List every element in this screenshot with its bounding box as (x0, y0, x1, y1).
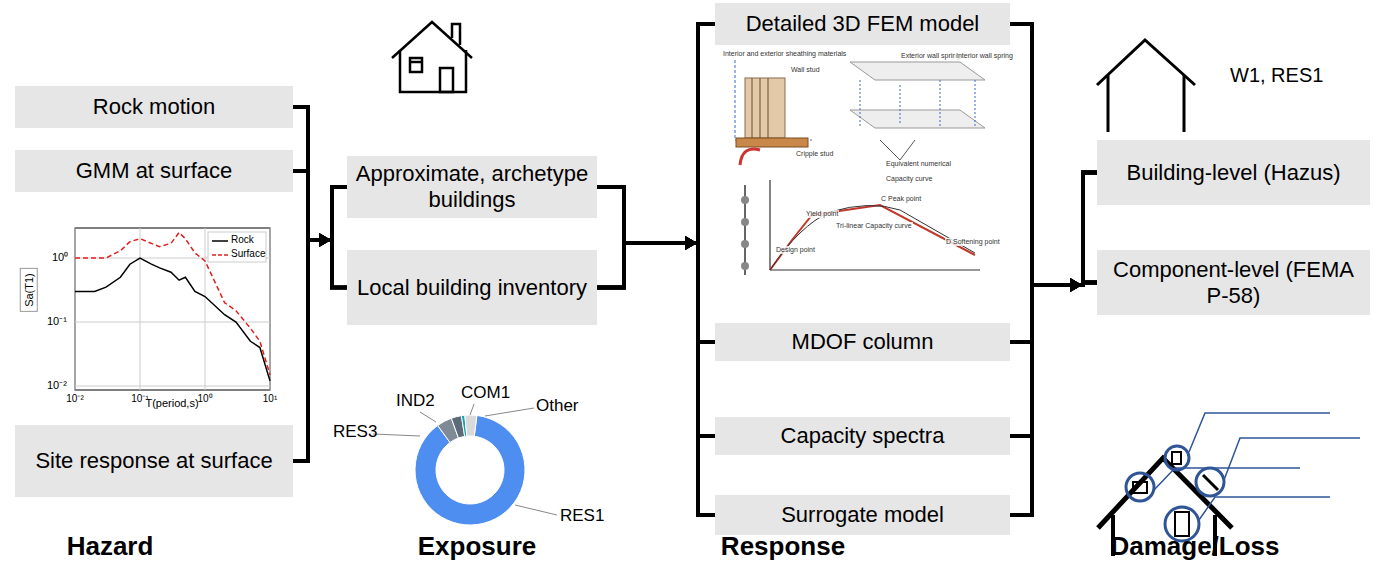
bracket-connector (1010, 173, 1097, 516)
box-label: Detailed 3D FEM model (746, 11, 980, 37)
process-box: Site response at surface (15, 425, 293, 497)
process-box: Surrogate model (715, 495, 1010, 535)
house-icon (392, 22, 472, 92)
annotation-label: Design point (775, 246, 816, 254)
stage-heading: Damage/Loss (1110, 532, 1279, 561)
box-label: Surrogate model (781, 502, 944, 528)
stage-heading: Response (721, 532, 845, 561)
legend-text: Surface (231, 248, 265, 259)
spectrum-chart (75, 228, 270, 390)
annotation-label: C Peak point (880, 195, 922, 203)
donut-chart (373, 404, 557, 525)
annotation-label: IND2 (396, 392, 435, 411)
process-box: Approximate, archetype buildings (347, 156, 597, 218)
annotation-label: Sa(T1) (20, 268, 38, 312)
annotation-label: 10⁰ (197, 393, 212, 404)
bracket-connector (293, 187, 347, 461)
annotation-label: 10⁻¹ (47, 315, 67, 327)
annotation-label: Interior and exterior sheathing material… (722, 50, 847, 58)
box-label: Capacity spectra (781, 423, 945, 449)
process-box: Detailed 3D FEM model (715, 3, 1010, 45)
annotation-label: Capacity curve (885, 175, 933, 183)
box-label: Component-level (FEMA P-58) (1105, 257, 1362, 309)
box-label: Rock motion (93, 94, 215, 120)
bracket-connector (1010, 278, 1097, 515)
legend-text: Rock (231, 234, 254, 245)
annotation-label: Exterior wall spring (900, 52, 961, 60)
stage-heading: Exposure (418, 532, 537, 561)
house-outline (1097, 40, 1195, 132)
annotation-label: Equivalent numerical (885, 160, 952, 168)
annotation-label: 10¹ (263, 393, 277, 404)
annotation-label: 10⁻¹ (131, 393, 148, 404)
annotation-label: D Softening point (945, 238, 1001, 246)
annotation-label: 10⁻² (47, 379, 67, 391)
annotation-label: 10⁻² (66, 393, 83, 404)
annotation-label: Yield point (805, 210, 839, 218)
bracket-connector (597, 236, 715, 515)
annotation-label: Interior wall spring (955, 52, 1014, 60)
process-box: Component-level (FEMA P-58) (1097, 250, 1370, 315)
stage-heading: Hazard (67, 532, 154, 561)
annotation-label: Cripple stud (795, 150, 834, 158)
fem-wall-sketch (735, 60, 985, 165)
bracket-connector (293, 171, 347, 247)
bracket-connector (293, 107, 347, 247)
bracket-connector (1010, 278, 1097, 342)
process-box: MDOF column (715, 323, 1010, 361)
annotation-label: T(period,s) (145, 397, 198, 409)
annotation-label: COM1 (461, 384, 510, 403)
process-box: Rock motion (15, 86, 293, 128)
legend-sample (212, 254, 228, 256)
annotation-label: Other (536, 397, 579, 416)
annotation-label: Wall stud (790, 66, 821, 74)
annotation-label: RES1 (560, 507, 604, 526)
legend-sample (212, 240, 228, 242)
bracket-connector (293, 107, 347, 288)
annotation-label: 10⁰ (52, 251, 68, 263)
process-box: Capacity spectra (715, 417, 1010, 455)
capacity-curve-sketch (741, 180, 980, 275)
annotation-label: Tri-linear Capacity curve (835, 222, 913, 230)
box-label: Site response at surface (35, 448, 272, 474)
process-box: GMM at surface (15, 150, 293, 192)
box-label: Approximate, archetype buildings (355, 161, 589, 213)
process-box: Building-level (Hazus) (1097, 140, 1370, 205)
annotation-label: W1, RES1 (1230, 64, 1323, 86)
bracket-connector (1010, 278, 1097, 436)
box-label: Building-level (Hazus) (1127, 160, 1341, 186)
annotation-label: RES3 (333, 423, 377, 442)
box-label: MDOF column (792, 329, 934, 355)
box-label: Local building inventory (357, 275, 587, 301)
process-box: Local building inventory (347, 250, 597, 325)
box-label: GMM at surface (76, 158, 232, 184)
